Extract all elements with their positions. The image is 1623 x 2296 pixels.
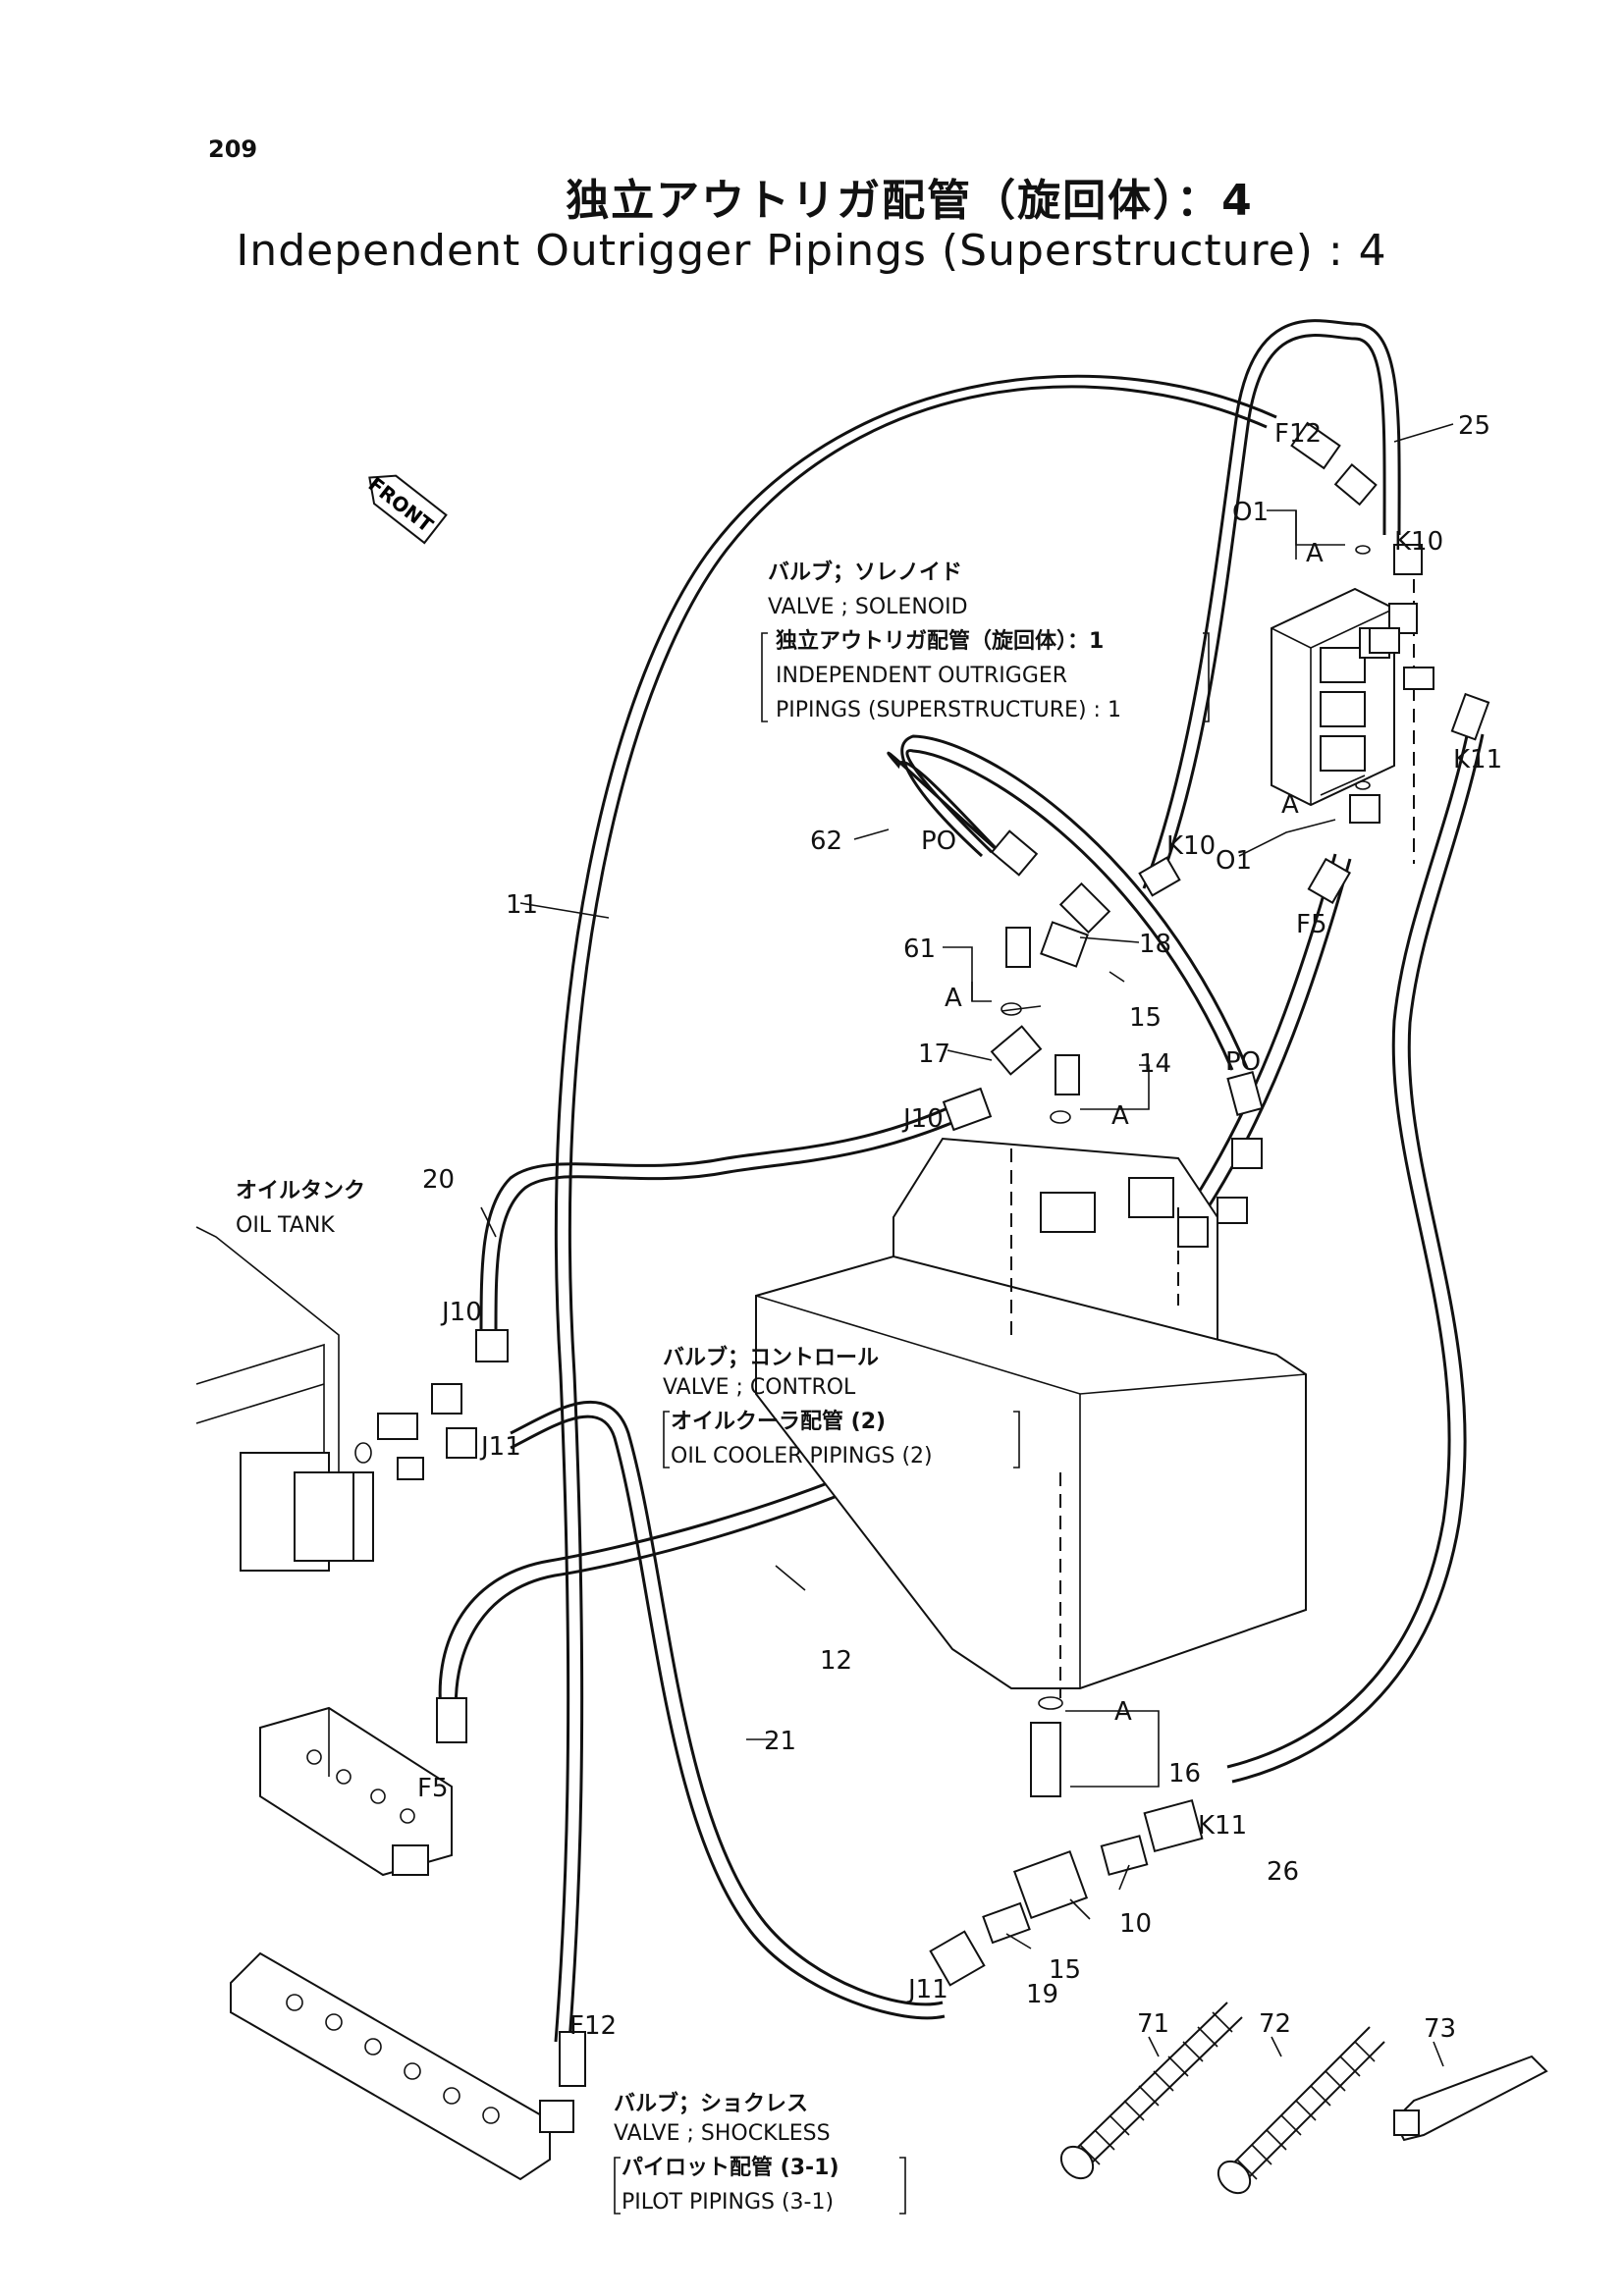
pipe-26 (1226, 730, 1485, 1784)
label-72: 72 (1259, 2009, 1291, 2039)
note-shockless-valve: バルブ；ショクレス VALVE ; SHOCKLESS パイロット配管 (3-1… (614, 2091, 906, 2215)
label-k11-bottom: K11 (1198, 1811, 1247, 1841)
bracket-plate (230, 1951, 551, 2181)
svg-text:バルブ；ソレノイド: バルブ；ソレノイド (768, 560, 962, 585)
pipe-62 (887, 734, 1249, 1071)
label-26: 26 (1267, 1857, 1299, 1887)
label-a-16: A (1114, 1697, 1132, 1727)
label-15-bottom: 15 (1049, 1955, 1081, 1985)
label-17: 17 (918, 1040, 950, 1069)
label-f5-left: F5 (417, 1774, 449, 1803)
pipe-25 (1142, 319, 1401, 892)
label-21: 21 (764, 1727, 796, 1756)
label-k11-right: K11 (1453, 745, 1502, 774)
svg-text:バルブ；ショクレス: バルブ；ショクレス (614, 2091, 808, 2116)
label-12: 12 (820, 1646, 852, 1676)
svg-text:OIL COOLER PIPINGS (2): OIL COOLER PIPINGS (2) (671, 1444, 933, 1468)
pipe-21 (510, 1401, 946, 2020)
label-a-mid-right: A (1281, 790, 1299, 820)
label-10: 10 (1119, 1909, 1152, 1939)
label-f12-top: F12 (1274, 419, 1322, 449)
note-control-valve: バルブ；コントロール VALVE ; CONTROL オイルクーラ配管 (2) … (663, 1345, 1020, 1468)
note-solenoid-valve: バルブ；ソレノイド VALVE ; SOLENOID 独立アウトリガ配管（旋回体… (761, 560, 1210, 722)
label-14: 14 (1139, 1049, 1171, 1079)
label-k10-right: K10 (1394, 527, 1443, 557)
oil-tank (195, 1226, 374, 1572)
label-18: 18 (1139, 930, 1171, 959)
label-j11-left: J11 (479, 1432, 521, 1462)
label-a-61: A (945, 984, 962, 1013)
label-po-left: PO (921, 827, 956, 856)
front-arrow-icon: FRONT (364, 472, 448, 545)
svg-text:VALVE ; SOLENOID: VALVE ; SOLENOID (768, 595, 968, 619)
label-po-right: PO (1225, 1047, 1261, 1077)
svg-text:OIL TANK: OIL TANK (236, 1213, 335, 1238)
label-j11-bottom: J11 (906, 1975, 948, 2004)
spiral-guard-71 (1059, 2002, 1243, 2180)
label-o1-mid: O1 (1216, 846, 1252, 876)
title-english: Independent Outrigger Pipings (Superstru… (236, 226, 1387, 276)
note-oil-tank: オイルタンク OIL TANK (236, 1179, 365, 1238)
svg-text:独立アウトリガ配管（旋回体）：1: 独立アウトリガ配管（旋回体）：1 (776, 628, 1104, 654)
shockless-valve (259, 1706, 453, 1877)
part-labels: 25 F12 O1 A K10 K11 A O1 F5 62 PO K10 18… (417, 411, 1502, 2044)
fittings (354, 421, 1490, 2133)
svg-text:パイロット配管 (3-1): パイロット配管 (3-1) (622, 2155, 839, 2180)
label-15-top: 15 (1129, 1003, 1162, 1033)
label-71: 71 (1137, 2009, 1169, 2039)
title-japanese: 独立アウトリガ配管（旋回体）：4 (566, 176, 1254, 226)
spiral-guard-72 (1217, 2026, 1385, 2195)
label-f12-bottom: F12 (569, 2011, 617, 2041)
label-a-top: A (1306, 539, 1324, 568)
pipe-11 (554, 374, 1277, 2043)
label-a-14: A (1111, 1101, 1129, 1131)
cable-band-73 (1392, 2055, 1548, 2142)
label-19: 19 (1026, 1980, 1058, 2009)
label-25: 25 (1458, 411, 1490, 441)
label-o1-top: O1 (1232, 498, 1269, 527)
svg-text:オイルタンク: オイルタンク (236, 1179, 365, 1203)
label-k10-mid: K10 (1166, 831, 1216, 861)
svg-text:PIPINGS (SUPERSTRUCTURE) : 1: PIPINGS (SUPERSTRUCTURE) : 1 (776, 698, 1121, 722)
label-j10-top: J10 (901, 1104, 944, 1134)
label-16: 16 (1168, 1759, 1201, 1789)
label-11: 11 (506, 890, 538, 920)
label-62: 62 (810, 827, 842, 856)
control-valve (755, 1137, 1307, 1698)
solenoid-valve (1271, 579, 1415, 864)
svg-text:VALVE ; SHOCKLESS: VALVE ; SHOCKLESS (614, 2121, 831, 2146)
label-73: 73 (1424, 2014, 1456, 2044)
svg-text:バルブ；コントロール: バルブ；コントロール (663, 1345, 879, 1370)
leader-lines (480, 423, 1454, 2067)
svg-text:VALVE ; CONTROL: VALVE ; CONTROL (663, 1375, 856, 1400)
svg-text:PILOT PIPINGS (3-1): PILOT PIPINGS (3-1) (622, 2190, 834, 2215)
label-61: 61 (903, 934, 936, 964)
label-j10-left: J10 (440, 1298, 482, 1327)
label-f5-right: F5 (1296, 910, 1327, 939)
pipe-20 (479, 1097, 973, 1336)
svg-text:INDEPENDENT OUTRIGGER: INDEPENDENT OUTRIGGER (776, 664, 1067, 688)
svg-text:オイルクーラ配管 (2): オイルクーラ配管 (2) (671, 1409, 886, 1434)
label-20: 20 (422, 1165, 455, 1195)
page-number: 209 (208, 135, 258, 163)
